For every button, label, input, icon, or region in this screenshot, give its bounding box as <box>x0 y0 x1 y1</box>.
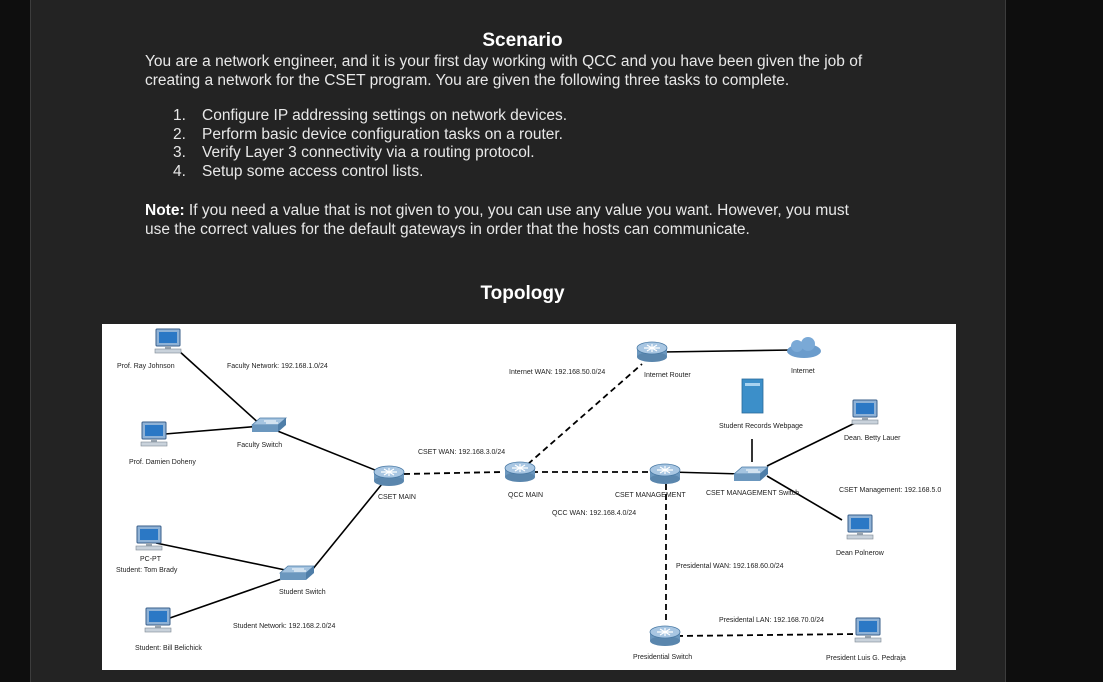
label-internet-router: Internet Router <box>644 372 691 379</box>
pc-tom-brady-icon[interactable] <box>135 525 163 551</box>
task-item: 1.Configure IP addressing settings on ne… <box>173 107 568 124</box>
intro-line-2: creating a network for the CSET program.… <box>145 72 790 89</box>
label-cset-management: CSET MANAGEMENT <box>615 492 686 499</box>
note-paragraph: Note: If you need a value that is not gi… <box>145 201 925 239</box>
label-betty: Dean. Betty Lauer <box>844 435 901 442</box>
server-icon[interactable] <box>741 378 764 414</box>
label-cset-wan: CSET WAN: 192.168.3.0/24 <box>418 449 505 456</box>
connection-lines <box>155 349 858 620</box>
qcc-main-router-icon[interactable] <box>504 461 536 483</box>
scenario-heading: Scenario <box>482 30 563 51</box>
label-tom-brady: Student: Tom Brady <box>116 567 178 574</box>
label-pc-pt: PC-PT <box>140 556 162 563</box>
pc-prof-ray-icon[interactable] <box>154 328 182 354</box>
pc-prof-damien-icon[interactable] <box>140 421 168 447</box>
label-qcc-wan: QCC WAN: 192.168.4.0/24 <box>552 510 636 517</box>
label-cset-main: CSET MAIN <box>378 494 416 501</box>
cset-management-switch-icon[interactable] <box>733 466 769 482</box>
note-line-2: use the correct values for the default g… <box>145 221 750 238</box>
label-pres-lan: Presidental LAN: 192.168.70.0/24 <box>719 617 824 624</box>
task-item: 3.Verify Layer 3 connectivity via a rout… <box>173 144 535 161</box>
internet-cloud-icon[interactable] <box>787 337 821 358</box>
label-internet: Internet <box>791 368 815 375</box>
pc-betty-lauer-icon[interactable] <box>851 399 879 425</box>
topology-heading: Topology <box>480 283 565 304</box>
label-internet-wan: Internet WAN: 192.168.50.0/24 <box>509 369 605 376</box>
student-switch-icon[interactable] <box>279 565 315 581</box>
intro-line-1: You are a network engineer, and it is yo… <box>145 53 863 70</box>
scenario-intro: You are a network engineer, and it is yo… <box>145 52 925 90</box>
presidential-switch-icon[interactable] <box>649 625 681 647</box>
label-student-network: Student Network: 192.168.2.0/24 <box>233 623 335 630</box>
label-polnerow: Dean Polnerow <box>836 550 885 557</box>
cset-management-router-icon[interactable] <box>649 463 681 485</box>
task-item: 4.Setup some access control lists. <box>173 162 424 180</box>
internet-router-icon[interactable] <box>636 341 668 363</box>
label-faculty-switch: Faculty Switch <box>237 442 282 449</box>
label-prof-ray: Prof. Ray Johnson <box>117 363 175 370</box>
label-cset-management-switch: CSET MANAGEMENT Switch <box>706 490 799 497</box>
cset-main-router-icon[interactable] <box>373 465 405 487</box>
pc-polnerow-icon[interactable] <box>846 514 874 540</box>
label-student-switch: Student Switch <box>279 589 326 596</box>
label-webpage: Student Records Webpage <box>719 423 803 430</box>
label-qcc-main: QCC MAIN <box>508 492 543 499</box>
note-line-1: If you need a value that is not given to… <box>184 202 849 219</box>
wan-links <box>403 363 858 637</box>
faculty-switch-icon[interactable] <box>251 417 287 433</box>
pc-bill-icon[interactable] <box>144 607 172 633</box>
task-list: 1.Configure IP addressing settings on ne… <box>173 107 567 181</box>
label-prof-damien: Prof. Damien Doheny <box>129 459 196 466</box>
label-faculty-network: Faculty Network: 192.168.1.0/24 <box>227 363 328 370</box>
label-presidential-switch: Presidential Switch <box>633 654 692 661</box>
task-item: 2.Perform basic device configuration tas… <box>173 125 563 143</box>
label-bill: Student: Bill Belichick <box>135 645 202 652</box>
label-pres-wan: Presidental WAN: 192.168.60.0/24 <box>676 563 784 570</box>
note-label: Note: <box>145 202 185 219</box>
pc-pedraja-icon[interactable] <box>854 617 882 643</box>
label-cset-management-network: CSET Management: 192.168.5.0 <box>839 487 941 494</box>
topology-diagram: Prof. Ray Johnson Faculty Network: 192.1… <box>102 324 956 670</box>
label-pedraja: President Luis G. Pedraja <box>826 655 906 662</box>
